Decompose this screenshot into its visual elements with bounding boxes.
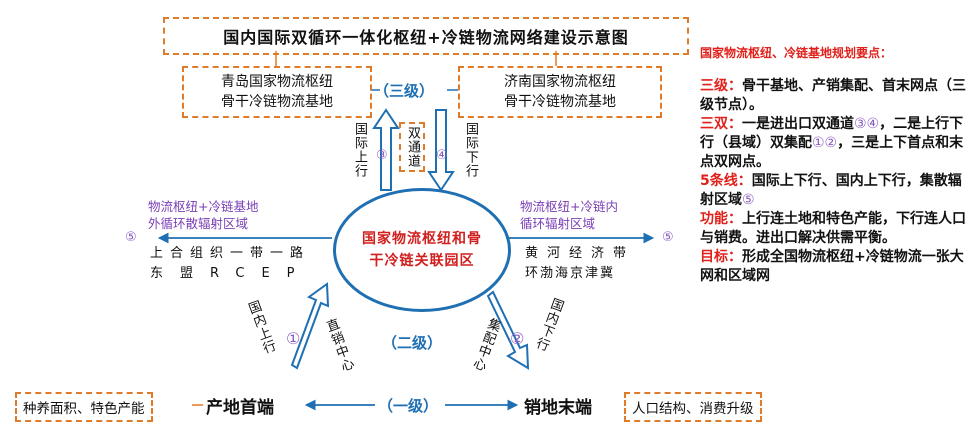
panel-text-doubles-a: 一是进出口双通道: [742, 116, 854, 132]
panel-text-goal: 形成全国物流枢纽+冷链物流一张大网和区域网: [700, 249, 964, 284]
panel-item-tiers: 三级：骨干基地、产销集配、首末网点（三级节点）。: [700, 77, 966, 115]
qingdao-line-2: 骨干冷链物流基地: [221, 94, 333, 110]
num-2: ②: [510, 329, 525, 348]
panel-text-tiers: 骨干基地、产销集配、首末网点（三级节点）。: [700, 78, 966, 113]
right-region-label: 物流枢纽+冷链内 循环辐射区域: [520, 198, 618, 232]
panel-key-goal: 目标：: [700, 249, 742, 265]
num-4: ④: [436, 148, 448, 163]
jinan-line-2: 骨干冷链物流基地: [504, 94, 616, 110]
jinan-line-1: 济南国家物流枢纽: [504, 74, 616, 90]
qingdao-hub-box: 青岛国家物流枢纽 骨干冷链物流基地: [182, 66, 372, 118]
diagram-title: 国内国际双循环一体化枢纽+冷链物流网络建设示意图: [163, 17, 689, 55]
domestic-down-arrow: [486, 290, 530, 370]
intl-down-label: 国际下行: [463, 122, 478, 178]
center-hub: 国家物流枢纽和骨 干冷链关联园区: [333, 188, 511, 312]
tier1-label: （一级）: [378, 397, 439, 415]
origin-label: 产地首端: [206, 398, 274, 418]
intl-up-label: 国际上行: [352, 122, 367, 178]
right-region-line-1: 物流枢纽+冷链内: [520, 199, 618, 214]
num-3: ③: [376, 148, 388, 163]
domestic-up-arrow: [290, 282, 330, 370]
right-places-line-1: 黄河经济带: [525, 246, 636, 261]
panel-text-doubles-b: ，二是上行下行（县域）双集配: [700, 116, 964, 151]
panel-item-lines: 5条线：国际上下行、国内上下行，集散辐射区域⑤: [700, 172, 966, 210]
panel-text-doubles-c: ，三是上下首点和末点双网点。: [700, 135, 964, 170]
dual-channel-label: 双通道: [399, 122, 425, 172]
left-region-line-2: 外循环散辐射区域: [148, 216, 249, 231]
panel-nums-34: ③④: [854, 116, 880, 132]
qingdao-line-1: 青岛国家物流枢纽: [221, 74, 333, 90]
center-line-1: 国家物流枢纽和骨: [362, 231, 482, 247]
panel-item-function: 功能：上行连土地和特色产能，下行连人口与销费。进出口解决供需平衡。: [700, 210, 966, 248]
left-region-label: 物流枢纽+冷链基地 外循环散辐射区域: [148, 198, 258, 232]
left-places-line-2: 东盟RCEP: [150, 266, 312, 281]
num-5-left: ⑤: [125, 230, 137, 245]
num-1: ①: [286, 329, 301, 348]
tier3-label: （三级）: [374, 82, 435, 100]
panel-key-doubles: 三双：: [700, 116, 742, 132]
panel-heading: 国家物流枢纽、冷链基地规划要点：: [700, 46, 893, 60]
panel-item-goal: 目标：形成全国物流枢纽+冷链物流一张大网和区域网: [700, 248, 966, 286]
tier2-label: （二级）: [382, 334, 443, 352]
right-places: 黄河经济带 环渤海京津冀: [525, 244, 635, 284]
sales-end-label: 销地末端: [524, 398, 592, 418]
left-places-line-1: 上合组织一带一路: [150, 246, 311, 261]
panel-text-lines: 国际上下行、国内上下行，集散辐射区域: [700, 173, 962, 208]
num-5-right: ⑤: [662, 230, 674, 245]
panel-key-lines: 5条线：: [700, 173, 752, 189]
intl-up-arrow: [372, 108, 400, 191]
panel-nums-12: ①②: [812, 135, 838, 151]
panel-item-doubles: 三双：一是进出口双通道③④，二是上行下行（县域）双集配①②，三是上下首点和末点双…: [700, 115, 966, 172]
panel-key-function: 功能：: [700, 211, 742, 227]
panel-text-function: 上行连土地和特色产能，下行连人口与销费。进出口解决供需平衡。: [700, 211, 966, 246]
right-region-line-2: 循环辐射区域: [520, 216, 596, 231]
origin-factor-box: 种养面积、特色产能: [15, 392, 153, 422]
intl-down-arrow: [427, 109, 455, 192]
left-region-line-1: 物流枢纽+冷链基地: [148, 199, 259, 214]
panel-num-5: ⑤: [742, 192, 755, 208]
left-places: 上合组织一带一路 东盟RCEP: [150, 244, 312, 284]
sales-factor-box: 人口结构、消费升级: [624, 392, 762, 422]
right-places-line-2: 环渤海京津冀: [525, 266, 616, 281]
center-line-2: 干冷链关联园区: [369, 253, 475, 269]
jinan-hub-box: 济南国家物流枢纽 骨干冷链物流基地: [458, 66, 662, 118]
panel-key-tiers: 三级：: [700, 78, 742, 94]
planning-panel: 国家物流枢纽、冷链基地规划要点： 三级：骨干基地、产销集配、首末网点（三级节点）…: [700, 44, 966, 286]
